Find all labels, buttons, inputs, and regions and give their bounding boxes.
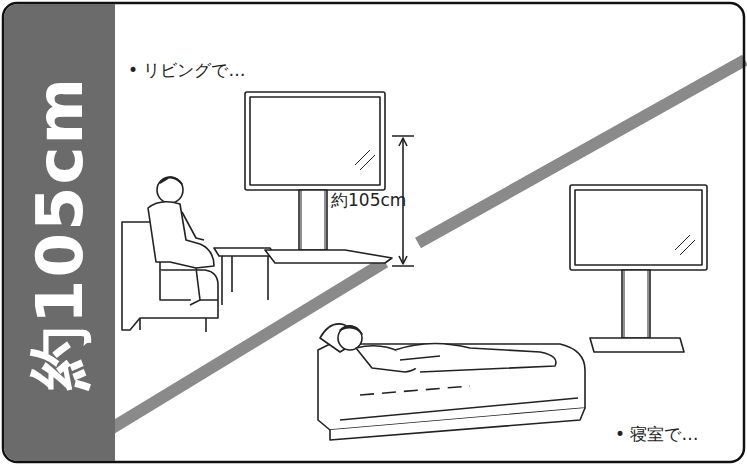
frame — [3, 3, 744, 462]
scene-caption: • 寝室で… — [615, 426, 698, 443]
scene-caption: • リビングで… — [128, 62, 245, 79]
band-heading: 約105cm — [28, 75, 92, 389]
dimension-label: 約105cm — [331, 192, 406, 209]
bedroom — [318, 185, 707, 440]
living-room — [122, 92, 414, 332]
title-band: 約105cm — [4, 4, 115, 461]
